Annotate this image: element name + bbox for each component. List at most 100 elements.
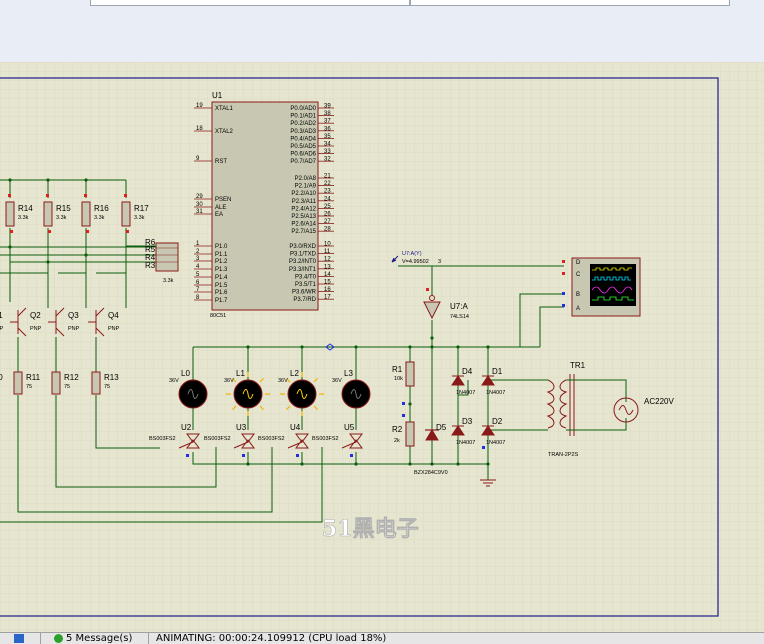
mcu-pin-num: 16	[324, 287, 331, 293]
wires	[0, 179, 627, 523]
resistor-ref: R14	[18, 204, 33, 213]
resistor-body[interactable]	[51, 371, 61, 395]
triac-symbol[interactable]	[178, 433, 200, 449]
mcu-pin-name: RST	[215, 159, 227, 165]
messages-icon[interactable]	[54, 634, 63, 643]
mcu-pin-name: P0.5/AD5	[290, 144, 316, 150]
resistor-value: 75	[64, 384, 70, 390]
lamp-ref: L2	[290, 369, 299, 378]
svg-text:BZX284C9V0: BZX284C9V0	[414, 470, 448, 476]
mcu-pin-num: 24	[324, 196, 331, 202]
triac-symbol[interactable]	[287, 433, 309, 449]
status-bar: 5 Message(s) ANIMATING: 00:00:24.109912 …	[0, 632, 764, 644]
mcu-pin-name: P0.0/AD0	[290, 106, 316, 112]
diode-ref: D1	[492, 367, 503, 376]
transistor-symbol[interactable]	[88, 307, 105, 337]
resistor-body[interactable]	[5, 201, 15, 227]
diode-ref: D4	[462, 367, 473, 376]
resistor-r2[interactable]: R2 2k	[392, 421, 415, 447]
mcu-pin-name: P3.1/TXD	[290, 252, 317, 258]
resistor-value: 3.3k	[94, 215, 105, 221]
resistor-ref: R10	[0, 373, 3, 382]
ground-symbol	[480, 479, 496, 487]
toolbar-combo-right[interactable]	[410, 0, 730, 6]
mcu-pin-num: 27	[324, 219, 331, 225]
mcu-pin-num: 12	[324, 257, 331, 263]
diode-ref: D2	[492, 417, 503, 426]
resistor-body[interactable]	[121, 201, 131, 227]
resistor-ref: R15	[56, 204, 71, 213]
mcu-ref: U1	[212, 91, 223, 100]
mcu-pin-name: P2.4/A12	[291, 206, 316, 212]
triac-ref: U5	[344, 423, 355, 432]
triac-symbol[interactable]	[233, 433, 255, 449]
triac-part: BS003FS2	[258, 436, 285, 442]
rpack-ref: R6	[145, 238, 156, 247]
triac-ref: U3	[236, 423, 247, 432]
resistor-ref: R13	[104, 373, 119, 382]
transistor-ref: Q1	[0, 311, 3, 320]
voltage-probe[interactable]: U7:A(Y) V=4.99502 3	[391, 251, 441, 265]
mcu-pin-num: 11	[324, 249, 331, 255]
mcu-pin-name: P1.0	[215, 244, 228, 250]
resistor-value: 75	[104, 384, 110, 390]
diode-part: 1N4007	[456, 390, 475, 396]
scope-channel-label: B	[576, 292, 580, 298]
transistor-type: PNP	[0, 326, 4, 332]
resistor-ref: R17	[134, 204, 149, 213]
diode-symbol[interactable]	[451, 425, 465, 436]
transistor-symbol[interactable]	[10, 307, 27, 337]
diode-part: 1N4007	[486, 440, 505, 446]
pin-markers	[8, 194, 565, 457]
resistor-body[interactable]	[91, 371, 101, 395]
schmitt-ref: U7:A	[450, 302, 468, 311]
messages-link[interactable]: 5 Message(s)	[66, 633, 133, 644]
mcu-pin-name: P3.5/T1	[295, 282, 317, 288]
mcu-pin-name: P2.6/A14	[291, 222, 316, 228]
resistor-body[interactable]	[43, 201, 53, 227]
resistor-value: 75	[26, 384, 32, 390]
resistor-body[interactable]	[81, 201, 91, 227]
diode-symbol[interactable]	[481, 375, 495, 386]
svg-text:TRAN-2P2S: TRAN-2P2S	[548, 452, 579, 458]
mcu-pin-num: 9	[196, 156, 200, 162]
mcu-pin-num: 30	[196, 202, 203, 208]
transistor-type: PNP	[30, 326, 42, 332]
junctions	[8, 178, 490, 466]
mcu-pin-num: 1	[196, 241, 200, 247]
rpack-ref: R4	[145, 253, 156, 262]
watermark-text: 51黑电子	[322, 516, 419, 542]
mcu-right-pins: 39P0.0/AD038P0.1/AD137P0.2/AD236P0.3/AD3…	[289, 104, 334, 303]
resistor-body[interactable]	[13, 371, 23, 395]
zener-d5[interactable]: D5 BZX284C9V0	[414, 423, 448, 476]
scope-trace-c	[591, 286, 633, 294]
svg-text:R2: R2	[392, 425, 403, 434]
lamp-value: 36V	[332, 378, 342, 384]
diode-symbol[interactable]	[481, 425, 495, 436]
toolbar-combo-left[interactable]	[90, 0, 410, 6]
ac-source[interactable]: AC220V	[613, 397, 674, 423]
diode-symbol[interactable]	[451, 375, 465, 386]
mcu-pin-name: P3.7/RD	[293, 297, 316, 303]
transistor-symbol[interactable]	[48, 307, 65, 337]
mcu-pin-num: 6	[196, 280, 200, 286]
mcu-pin-num: 37	[324, 119, 331, 125]
resistor-r1[interactable]: R1 10k	[392, 361, 415, 387]
svg-text:10k: 10k	[394, 376, 403, 382]
lamp-value: 36V	[169, 378, 179, 384]
triac-symbol[interactable]	[341, 433, 363, 449]
mcu-pin-num: 22	[324, 181, 331, 187]
mcu-pin-num: 17	[324, 295, 331, 301]
triac-part: BS003FS2	[149, 436, 176, 442]
lamp-ref: L3	[344, 369, 353, 378]
schmitt-u7a[interactable]: U7:A 74LS14	[423, 295, 469, 321]
rpack-ref: R5	[145, 245, 156, 254]
transformer-tr1[interactable]: TR1 TRAN-2P2S	[528, 361, 586, 458]
scope-trace-d	[592, 296, 634, 301]
